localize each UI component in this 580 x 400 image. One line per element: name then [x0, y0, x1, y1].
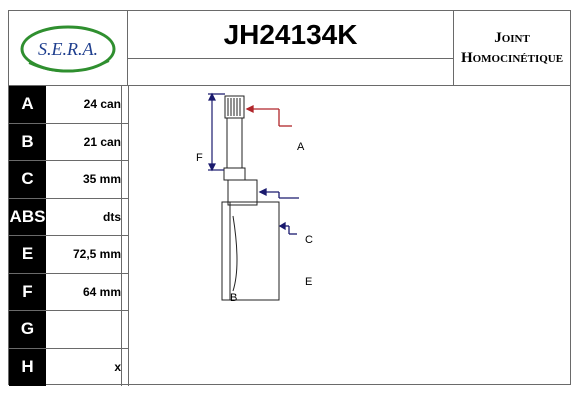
spec-value: x: [46, 348, 122, 386]
title-cell: JH24134K: [128, 11, 454, 86]
arrow-c: [278, 221, 297, 235]
joint-bowl: [221, 201, 280, 301]
sera-logo: S.E.R.A.: [20, 25, 116, 73]
spec-value: 64 mm: [46, 273, 122, 310]
spec-key: H: [9, 348, 46, 386]
spec-value: 72,5 mm: [46, 236, 122, 273]
brand-logo-cell: S.E.R.A.: [9, 11, 128, 86]
joint-drawing: F A C E B: [128, 86, 573, 386]
spec-value: 24 can: [46, 86, 122, 123]
label-e: E: [305, 276, 313, 288]
part-type: Joint Homocinétique: [454, 11, 570, 86]
spec-key: B: [9, 123, 46, 160]
spec-key: C: [9, 161, 46, 198]
arrow-a: [245, 104, 292, 127]
spec-value: 21 can: [46, 123, 122, 160]
label-b: B: [230, 292, 238, 304]
arrow-b: [258, 187, 299, 199]
spline-shaft: [223, 95, 258, 206]
spec-key: G: [9, 311, 46, 348]
spec-key: A: [9, 86, 46, 123]
part-number: JH24134K: [128, 11, 453, 59]
spec-value: dts: [46, 198, 122, 235]
label-a: A: [297, 141, 305, 153]
spec-key: ABS: [9, 198, 46, 235]
spec-value: 35 mm: [46, 161, 122, 198]
spec-key: E: [9, 236, 46, 273]
spec-row-g: G: [9, 311, 128, 349]
dimension-f: [208, 92, 225, 172]
label-f: F: [196, 152, 203, 164]
spec-value: [46, 311, 122, 348]
part-type-line-1: Joint: [494, 30, 530, 46]
part-type-line-2: Homocinétique: [460, 50, 564, 66]
logo-text: S.E.R.A.: [38, 39, 98, 59]
label-c: C: [305, 234, 313, 246]
joint-diagram: [208, 92, 299, 301]
spec-key: F: [9, 273, 46, 310]
